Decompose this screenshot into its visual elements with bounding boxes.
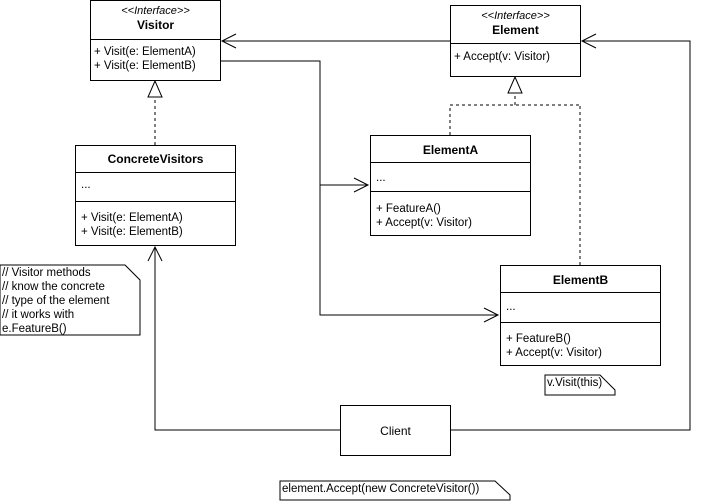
element-a-divider-2 (371, 191, 530, 192)
client-name: Client (380, 424, 411, 438)
visitor-name: Visitor (136, 18, 175, 32)
realization-arrowhead-visitor (147, 79, 163, 98)
element-b-field: ... (506, 301, 516, 313)
element-a-name: ElementA (422, 143, 479, 157)
visitor-methods: + Visit(e: ElementA) + Visit(e: ElementB… (94, 45, 196, 73)
note-visit-call: v.Visit(this) (547, 376, 602, 390)
note-shape-accept-call (279, 480, 511, 501)
element-b-class: ElementB ... + FeatureB() + Accept(v: Vi… (500, 265, 661, 366)
element-a-method: + Accept(v: Visitor) (376, 217, 472, 229)
concrete-visitors-fields: ... (81, 178, 91, 192)
note-visitor-methods: // Visitor methods // know the concrete … (2, 266, 109, 336)
element-interface: <<Interface>> Element + Accept(v: Visito… (450, 5, 581, 77)
concrete-visitors-name: ConcreteVisitors (107, 152, 204, 166)
client-class: Client (340, 405, 451, 456)
visitor-method: + Visit(e: ElementB) (94, 60, 196, 72)
visitor-divider (91, 39, 220, 40)
note-line: // type of the element (2, 295, 110, 307)
note-shape-visit-call (544, 374, 616, 396)
realization-arrowhead-element (507, 75, 523, 94)
association-visitor-elements (221, 60, 498, 316)
dependency-arrowhead-visitor (220, 33, 237, 49)
concrete-visitors-divider-2 (76, 201, 235, 202)
element-a-methods: + FeatureA() + Accept(v: Visitor) (376, 202, 472, 230)
concrete-visitors-divider-1 (76, 172, 235, 173)
element-a-class: ElementA ... + FeatureA() + Accept(v: Vi… (370, 135, 531, 236)
element-stereotype: <<Interface>> (481, 10, 550, 22)
element-name: Element (492, 23, 539, 37)
note-accept-call-text: element.Accept(new ConcreteVisitor()) (282, 483, 480, 495)
element-b-divider-2 (501, 322, 660, 323)
concrete-visitors-methods: + Visit(e: ElementA) + Visit(e: ElementB… (81, 211, 183, 239)
concrete-visitors-class: ConcreteVisitors ... + Visit(e: ElementA… (75, 145, 236, 246)
visitor-stereotype: <<Interface>> (121, 5, 190, 17)
element-method: + Accept(v: Visitor) (454, 51, 550, 63)
visitor-method: + Visit(e: ElementA) (94, 46, 196, 58)
element-b-method: + Accept(v: Visitor) (506, 347, 602, 359)
element-a-field: ... (376, 172, 386, 184)
note-line: // it works with (2, 309, 75, 321)
arrowhead-elementa (353, 177, 370, 193)
concrete-visitors-method: + Visit(e: ElementB) (81, 226, 183, 238)
element-divider (451, 43, 580, 44)
element-b-methods: + FeatureB() + Accept(v: Visitor) (506, 332, 602, 360)
element-methods: + Accept(v: Visitor) (454, 50, 550, 64)
concrete-visitors-field: ... (81, 179, 91, 191)
note-shape-visitor-methods (0, 264, 141, 336)
note-line: // know the concrete (2, 281, 105, 293)
note-line: e.FeatureB() (2, 323, 67, 335)
concrete-visitors-method: + Visit(e: ElementA) (81, 212, 183, 224)
association-client-concretevisitors (154, 247, 340, 431)
element-b-name: ElementB (552, 273, 609, 287)
note-visit-call-text: v.Visit(this) (547, 377, 603, 389)
element-a-method: + FeatureA() (376, 203, 441, 215)
visitor-interface: <<Interface>> Visitor + Visit(e: Element… (90, 0, 221, 81)
association-client-element (450, 40, 691, 431)
arrowhead-concretevisitors (147, 245, 163, 262)
note-line: // Visitor methods (2, 267, 91, 279)
element-b-method: + FeatureB() (506, 333, 571, 345)
note-accept-call: element.Accept(new ConcreteVisitor()) (282, 482, 479, 496)
arrowhead-elementb (483, 307, 500, 323)
element-b-divider-1 (501, 292, 660, 293)
element-b-fields: ... (506, 300, 516, 314)
element-a-fields: ... (376, 171, 386, 185)
arrowhead-element (580, 33, 597, 49)
element-a-divider-1 (371, 162, 530, 163)
